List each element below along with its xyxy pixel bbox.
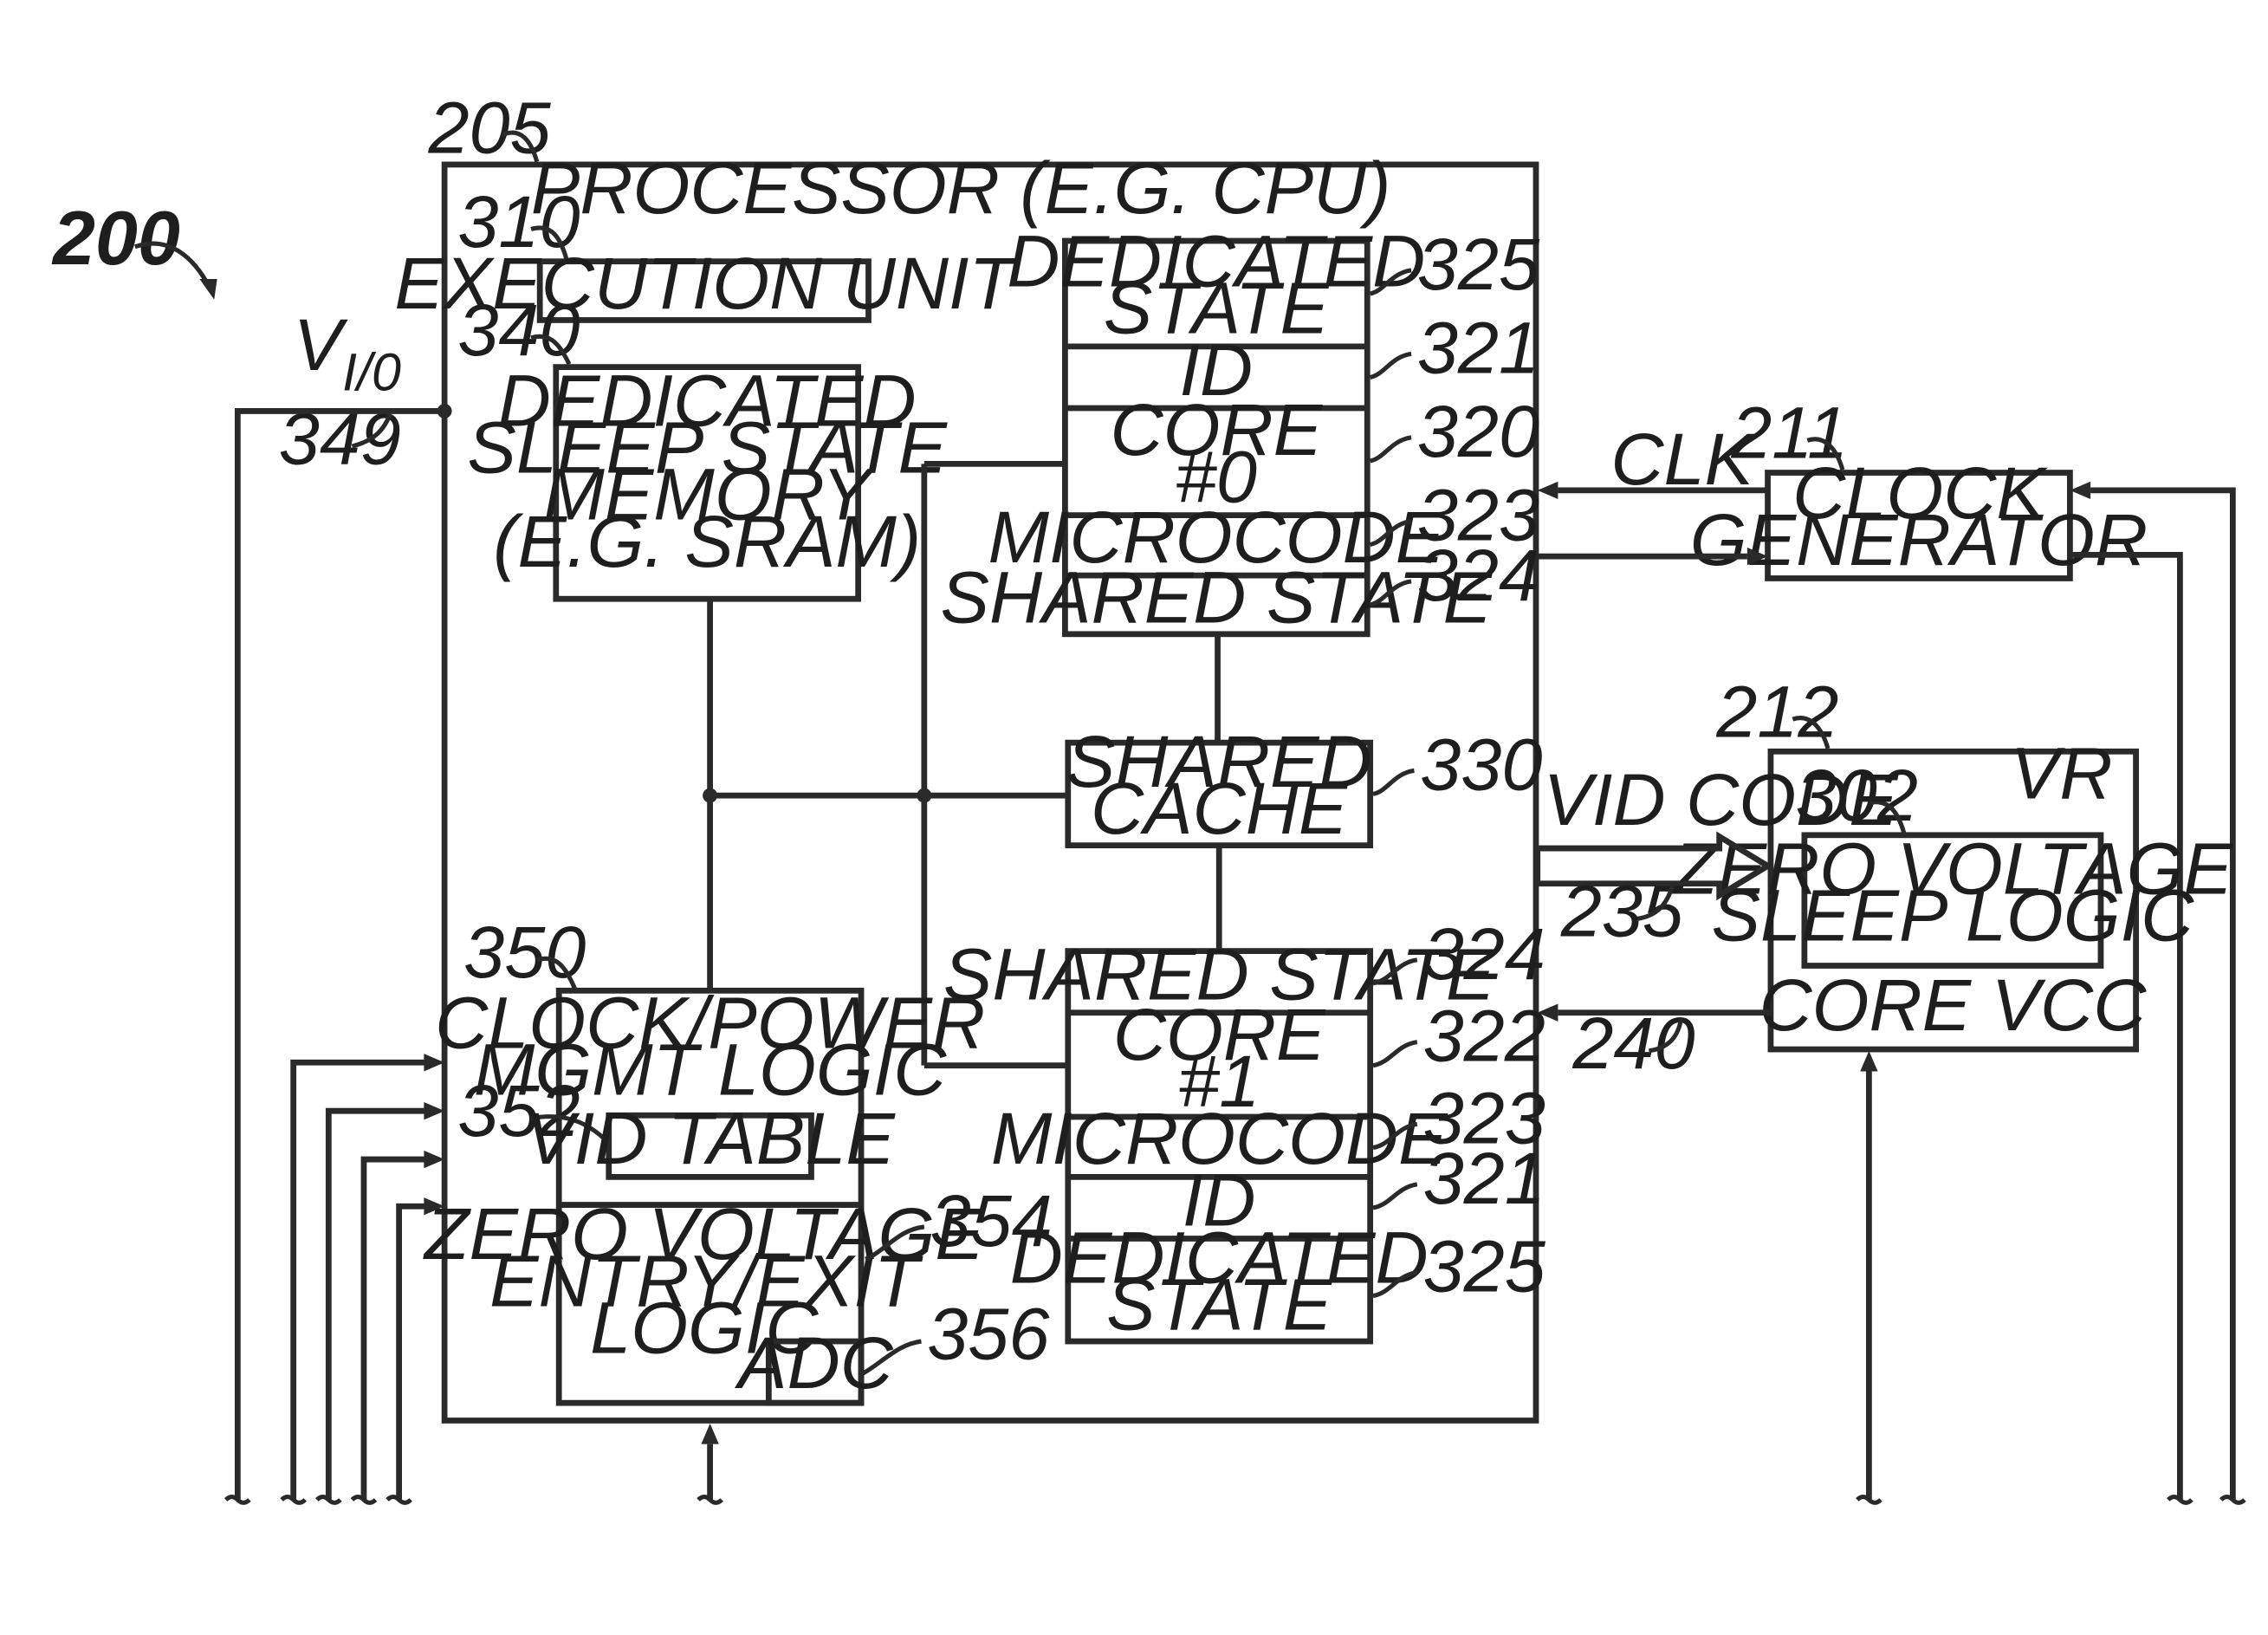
adc-label: ADC bbox=[734, 1321, 894, 1404]
ref-321-bottom-leader bbox=[1373, 1184, 1417, 1208]
ref-321-top: 321 bbox=[1417, 306, 1539, 388]
bus-junction-1 bbox=[703, 788, 717, 803]
ref-330: 330 bbox=[1420, 723, 1542, 805]
vio-label: VI/0 bbox=[294, 303, 401, 402]
vid-table-label: VID TABLE bbox=[525, 1097, 896, 1179]
shared-cache-line-2: CACHE bbox=[1091, 767, 1349, 849]
vio-line bbox=[237, 411, 444, 1500]
core-vcc-label: CORE VCC bbox=[1759, 963, 2147, 1046]
ref-240: 240 bbox=[1571, 1002, 1695, 1084]
clock-input-arrow bbox=[2070, 482, 2090, 499]
vr-title: VR bbox=[2011, 731, 2113, 814]
line-break-marks bbox=[226, 1497, 2245, 1503]
figure-ref-arrowhead bbox=[199, 279, 217, 300]
ref-321-bottom: 321 bbox=[1423, 1137, 1545, 1219]
input-arrow-2 bbox=[424, 1102, 444, 1119]
ref-235: 235 bbox=[1560, 870, 1684, 952]
input-line-2 bbox=[328, 1111, 431, 1500]
vid-code-label: VID CODE bbox=[1543, 758, 1899, 840]
input-arrow-3 bbox=[424, 1151, 444, 1168]
zv-sleep-logic-line-2: SLEEP LOGIC bbox=[1712, 874, 2195, 957]
ref-324-top: 324 bbox=[1417, 534, 1539, 616]
ref-320-leader bbox=[1371, 438, 1411, 461]
ref-325-bottom: 325 bbox=[1423, 1224, 1546, 1307]
core0-shared-state: SHARED STATE bbox=[941, 555, 1494, 638]
processor-title: PROCESSOR (E.G. CPU) bbox=[531, 146, 1390, 229]
vr-input-arrow bbox=[1860, 1051, 1877, 1072]
ref-212: 212 bbox=[1715, 670, 1838, 752]
ref-325-top: 325 bbox=[1417, 223, 1540, 305]
ref-356: 356 bbox=[927, 1292, 1050, 1374]
ref-322-leader bbox=[1373, 1042, 1417, 1066]
vio-junction bbox=[437, 404, 452, 418]
bus-junction-2 bbox=[917, 788, 931, 803]
ref-321-top-leader bbox=[1371, 354, 1411, 377]
bottom-input-arrow bbox=[701, 1424, 718, 1444]
figure-ref-200: 200 bbox=[51, 195, 180, 281]
ref-330-leader bbox=[1373, 770, 1414, 794]
ref-324-bottom: 324 bbox=[1423, 912, 1545, 995]
core1-dedicated-state-2: STATE bbox=[1106, 1262, 1333, 1345]
ref-322: 322 bbox=[1423, 995, 1545, 1077]
clock-generator-line-2: GENERATOR bbox=[1690, 498, 2148, 581]
ref-320: 320 bbox=[1417, 390, 1539, 472]
clk-arrow bbox=[1538, 482, 1558, 499]
sleep-memory-line-4: (E.G. SRAM) bbox=[493, 500, 921, 582]
